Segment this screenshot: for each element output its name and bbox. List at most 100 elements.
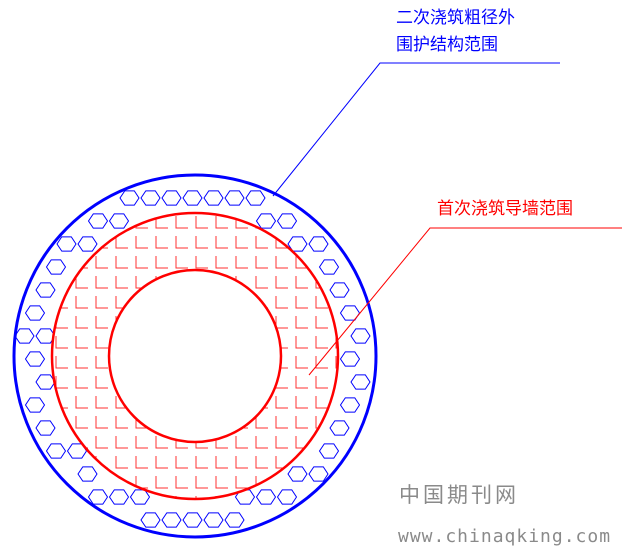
- hatch-mark: [155, 456, 168, 469]
- hexagon-cell: [224, 190, 245, 206]
- hatch-mark: [255, 416, 268, 429]
- hatch-mark: [295, 336, 308, 349]
- hexagon-cell: [140, 512, 161, 528]
- hatch-mark: [75, 356, 88, 369]
- hexagon-cell: [308, 466, 329, 482]
- hatch-mark: [255, 456, 268, 469]
- middle-red-circle: [50, 211, 340, 501]
- hatch-mark: [155, 436, 168, 449]
- hexagon-cell: [45, 259, 67, 275]
- hexagon-cell: [161, 190, 182, 206]
- hatch-mark: [215, 236, 228, 249]
- hexagon-cell: [245, 190, 266, 206]
- hatch-mark: [275, 476, 288, 489]
- hatch-mark: [115, 276, 128, 289]
- hatch-mark: [95, 336, 108, 349]
- outer-blue-circle: [12, 173, 378, 539]
- hatch-mark: [95, 396, 108, 409]
- hatch-mark: [175, 216, 188, 229]
- hexagon-cell: [14, 328, 35, 344]
- hexagon-cell: [45, 443, 67, 459]
- hatch-mark: [335, 436, 338, 449]
- hatch-mark: [295, 476, 308, 489]
- hatch-mark: [315, 376, 328, 389]
- hatch-mark: [335, 356, 338, 369]
- hatch-mark: [75, 476, 88, 489]
- hatch-mark: [195, 256, 208, 269]
- hatch-mark: [115, 496, 128, 499]
- hatch-mark: [295, 296, 308, 309]
- hatch-mark: [95, 316, 108, 329]
- hexagon-cell: [24, 397, 46, 413]
- hatch-mark: [235, 436, 248, 449]
- hexagon-cell: [129, 489, 151, 505]
- hexagon-cell: [87, 489, 109, 505]
- hatch-mark: [215, 476, 228, 489]
- hatch-mark: [275, 236, 288, 249]
- hatch-mark: [255, 236, 268, 249]
- hatch-mark: [295, 356, 308, 369]
- hexagon-cell: [108, 489, 130, 505]
- hexagon-cell: [108, 213, 130, 229]
- hatch-mark: [275, 256, 288, 269]
- hatch-mark: [315, 396, 328, 409]
- hatch-mark: [95, 376, 108, 389]
- hatch-mark: [335, 416, 338, 429]
- hatch-mark: [115, 256, 128, 269]
- inner-range-label: 首次浇筑导墙范围: [437, 199, 573, 219]
- hexagon-cell: [161, 512, 182, 528]
- hexagon-cell: [255, 489, 277, 505]
- hexagon-cell: [339, 351, 361, 367]
- hexagon-cell: [35, 282, 56, 298]
- hatch-mark: [195, 476, 208, 489]
- hatch-mark: [295, 316, 308, 329]
- hatch-mark: [295, 216, 308, 229]
- hexagon-cell: [287, 466, 308, 482]
- hatch-mark: [95, 476, 108, 489]
- hatch-mark: [175, 456, 188, 469]
- hatch-mark: [255, 256, 268, 269]
- hatch-mark: [255, 276, 268, 289]
- hatch-mark: [235, 456, 248, 469]
- hatch-mark: [155, 256, 168, 269]
- hatch-mark: [135, 436, 148, 449]
- hatch-mark: [295, 416, 308, 429]
- hatch-mark: [255, 436, 268, 449]
- hexagon-cell: [308, 236, 329, 252]
- hexagon-cell: [287, 236, 308, 252]
- hatch-mark: [95, 296, 108, 309]
- hatch-mark: [75, 316, 88, 329]
- hatch-mark: [335, 476, 338, 489]
- hatch-mark: [215, 216, 228, 229]
- hexagon-cell: [35, 420, 56, 436]
- hexagon-cell: [350, 328, 371, 344]
- inner-core-area: [109, 270, 281, 442]
- hexagon-cell: [182, 190, 203, 206]
- hatch-mark: [195, 236, 208, 249]
- hatch-mark: [315, 356, 328, 369]
- hatch-mark: [155, 476, 168, 489]
- hatch-mark: [215, 256, 228, 269]
- hatch-mark: [135, 256, 148, 269]
- outer-ring-hexagon-fill: [14, 190, 371, 528]
- blue-leader-line: [272, 62, 560, 197]
- hatch-mark: [75, 276, 88, 289]
- hexagon-cell: [77, 236, 98, 252]
- hatch-mark: [295, 396, 308, 409]
- hexagon-cell: [203, 190, 224, 206]
- hatch-mark: [75, 396, 88, 409]
- hatch-mark: [55, 216, 68, 229]
- inner-red-circle: [107, 268, 283, 444]
- hexagon-cell: [318, 443, 340, 459]
- hexagon-cell: [35, 328, 56, 344]
- hatch-mark: [95, 496, 108, 499]
- hatch-mark: [235, 256, 248, 269]
- hexagon-cell: [140, 190, 161, 206]
- hatch-mark: [335, 216, 338, 229]
- hatch-mark: [75, 416, 88, 429]
- hatch-mark: [115, 396, 128, 409]
- hatch-mark: [95, 256, 108, 269]
- hatch-mark: [315, 256, 328, 269]
